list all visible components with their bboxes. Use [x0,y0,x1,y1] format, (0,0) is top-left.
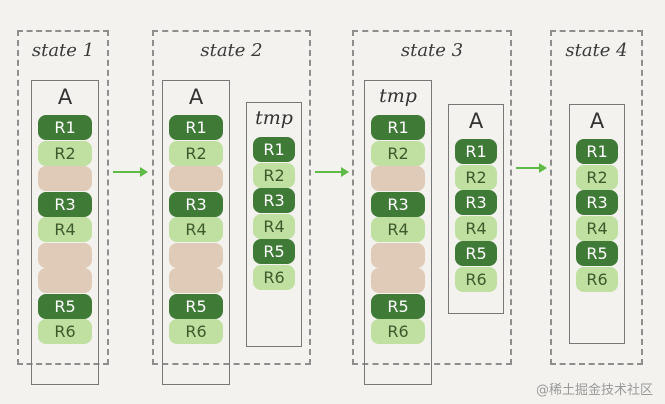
row-r4: R4 [576,215,618,241]
state-title: state 3 [400,40,464,61]
row-r6: R6 [371,319,425,344]
empty-page-slot [169,268,223,293]
empty-page-slot [38,166,92,191]
row-r3: R3 [371,191,425,217]
row-r2: R2 [253,162,295,188]
row-r4: R4 [253,213,295,239]
empty-page-slot [371,242,425,268]
row-r2: R2 [576,164,618,190]
row-r1: R1 [576,139,618,164]
row-r5: R5 [253,239,295,264]
table-label: tmp [255,107,293,129]
table-label: tmp [379,85,417,107]
row-r4: R4 [38,217,92,242]
arrow-icon [315,167,349,177]
row-r6: R6 [253,264,295,290]
empty-page-slot [371,166,425,191]
table-label: A [57,85,73,109]
row-r4: R4 [371,217,425,242]
row-r1: R1 [253,137,295,162]
row-r2: R2 [169,140,223,166]
empty-page-slot [38,242,92,268]
arrow-icon [516,163,547,173]
row-r1: R1 [38,115,92,140]
row-r5: R5 [371,293,425,319]
row-r3: R3 [169,191,223,217]
row-r2: R2 [455,164,497,190]
empty-page-slot [371,268,425,293]
row-r1: R1 [371,115,425,140]
row-r1: R1 [169,115,223,140]
row-r5: R5 [576,241,618,266]
empty-page-slot [38,268,92,293]
empty-page-slot [169,242,223,268]
empty-page-slot [169,166,223,191]
watermark: @稀土掘金技术社区 [535,383,653,398]
row-r6: R6 [576,266,618,292]
table-label: A [589,109,605,133]
row-r3: R3 [253,188,295,213]
row-r6: R6 [38,319,92,344]
table-label: A [188,85,204,109]
row-r5: R5 [38,293,92,319]
row-r5: R5 [455,241,497,266]
state-title: state 2 [200,40,263,61]
row-r5: R5 [169,293,223,319]
row-r4: R4 [169,217,223,242]
arrow-icon [113,167,148,177]
row-r6: R6 [455,266,497,292]
state-title: state 4 [565,40,628,61]
row-r3: R3 [455,190,497,215]
row-r4: R4 [455,215,497,241]
row-r2: R2 [371,140,425,166]
table-label: A [468,109,484,133]
row-r6: R6 [169,319,223,344]
row-r3: R3 [38,191,92,217]
row-r3: R3 [576,190,618,215]
state-title: state 1 [31,40,95,61]
row-r2: R2 [38,140,92,166]
row-r1: R1 [455,139,497,164]
